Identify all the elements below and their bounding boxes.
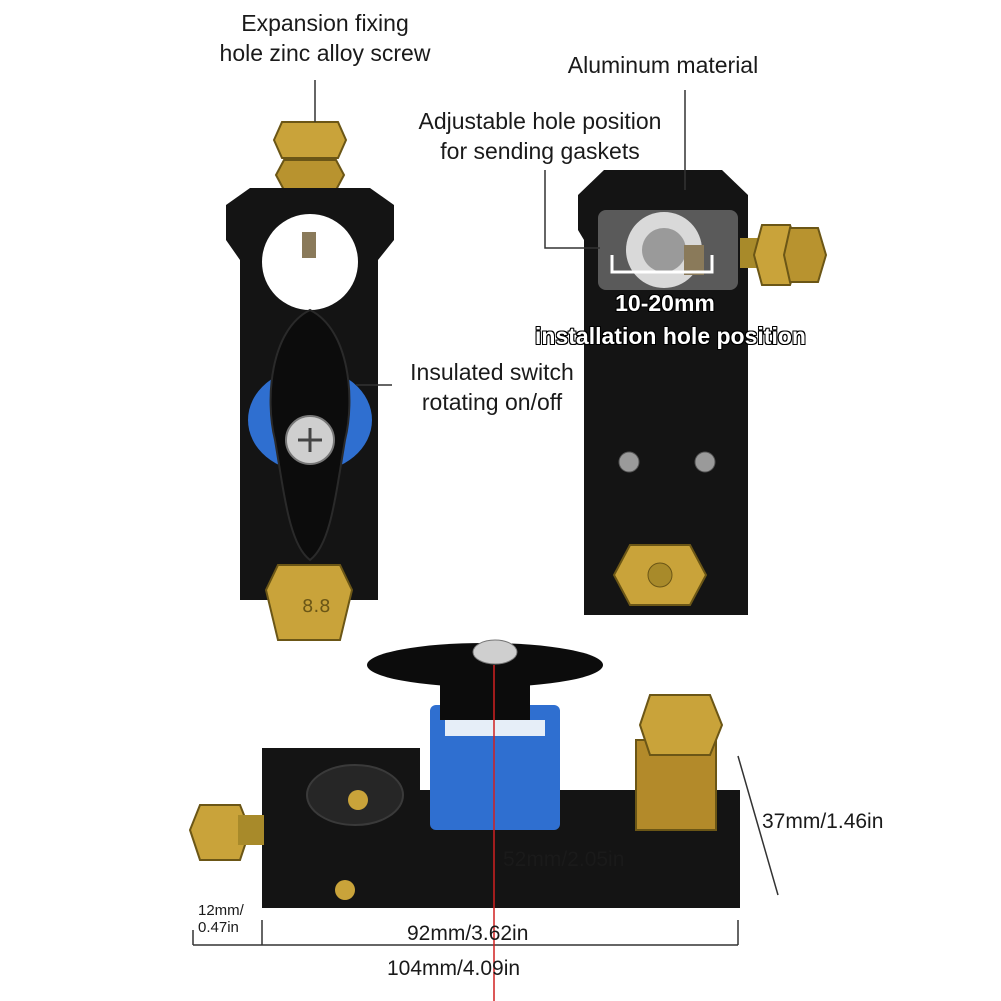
- front-view-switch: 8.8: [226, 121, 394, 641]
- gasket-callout-line1: Adjustable hole position: [418, 108, 662, 134]
- guide-lines: [192, 80, 779, 946]
- hole-desc-label: installation hole position: [535, 323, 806, 349]
- screw-callout: Expansion fixing hole zinc alloy screw: [195, 8, 455, 68]
- mid-length-dimension: 52mm/2.05in: [503, 848, 625, 871]
- switch-callout-line1: Insulated switch: [410, 359, 574, 385]
- base-length-dimension: 92mm/3.62in: [407, 922, 529, 945]
- gasket-callout: Adjustable hole position for sending gas…: [395, 106, 685, 166]
- back-view-switch: [578, 170, 828, 615]
- svg-text:8.8: 8.8: [302, 596, 331, 617]
- thickness-line2: 0.47in: [198, 919, 239, 936]
- switch-callout: Insulated switch rotating on/off: [392, 357, 592, 417]
- screw-callout-line1: Expansion fixing: [241, 10, 409, 36]
- side-view-switch: [188, 639, 740, 908]
- gasket-callout-line2: for sending gaskets: [440, 138, 640, 164]
- material-callout: Aluminum material: [567, 52, 759, 78]
- height-dimension: 37mm/1.46in: [762, 810, 884, 833]
- hole-range-label: 10-20mm: [615, 290, 715, 316]
- thickness-dimension: 12mm/ 0.47in: [198, 902, 244, 936]
- thickness-line1: 12mm/: [198, 902, 244, 919]
- screw-callout-line2: hole zinc alloy screw: [219, 40, 431, 66]
- total-length-dimension: 104mm/4.09in: [387, 957, 521, 980]
- switch-callout-line2: rotating on/off: [421, 389, 563, 415]
